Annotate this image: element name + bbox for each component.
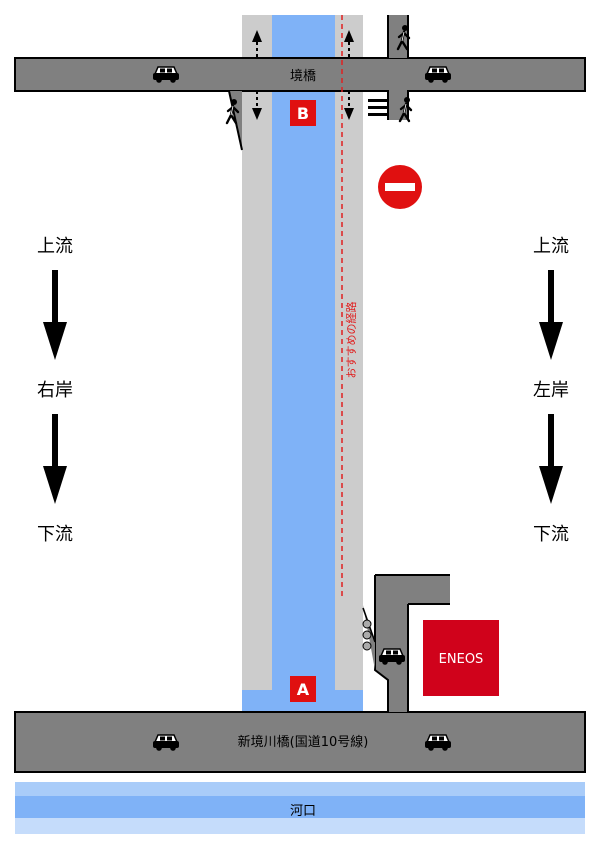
- top-bridge-label: 境橋: [290, 69, 316, 84]
- traffic-light-icon: [362, 619, 372, 651]
- eneos-label: ENEOS: [439, 652, 484, 667]
- point-b-marker: [290, 100, 316, 126]
- left-path-arrows: [252, 30, 262, 120]
- right-upstream-label: 上流: [533, 236, 569, 257]
- right-path-arrows: [344, 30, 354, 120]
- bottom-bridge-road: [14, 711, 586, 773]
- point-a-marker: [290, 676, 316, 702]
- top-bridge-road: [14, 57, 586, 92]
- estuary-shallow: [15, 818, 585, 834]
- bottom-bridge-label: 新境川橋(国道10号線): [238, 734, 369, 750]
- right-bank-label: 左岸: [533, 380, 569, 401]
- route-label: おすすめの経路: [345, 302, 358, 379]
- no-entry-icon: [378, 165, 422, 209]
- down-arrow-icon: [43, 270, 67, 360]
- crosswalk: [368, 99, 388, 116]
- right-river-path: [335, 15, 363, 703]
- down-arrow-icon: [43, 414, 67, 504]
- estuary-highlight: [15, 782, 585, 796]
- point-b-label: B: [297, 104, 309, 123]
- left-downstream-label: 下流: [37, 524, 73, 545]
- estuary-label: 河口: [290, 804, 316, 819]
- point-a-label: A: [297, 680, 310, 699]
- side-road: [375, 575, 450, 712]
- left-river-path: [242, 15, 272, 703]
- eneos-station: [423, 620, 499, 696]
- down-arrow-icon: [539, 414, 563, 504]
- river: [272, 15, 335, 703]
- left-bank-label: 右岸: [37, 380, 73, 401]
- right-downstream-label: 下流: [533, 524, 569, 545]
- left-upstream-label: 上流: [37, 236, 73, 257]
- down-arrow-icon: [539, 270, 563, 360]
